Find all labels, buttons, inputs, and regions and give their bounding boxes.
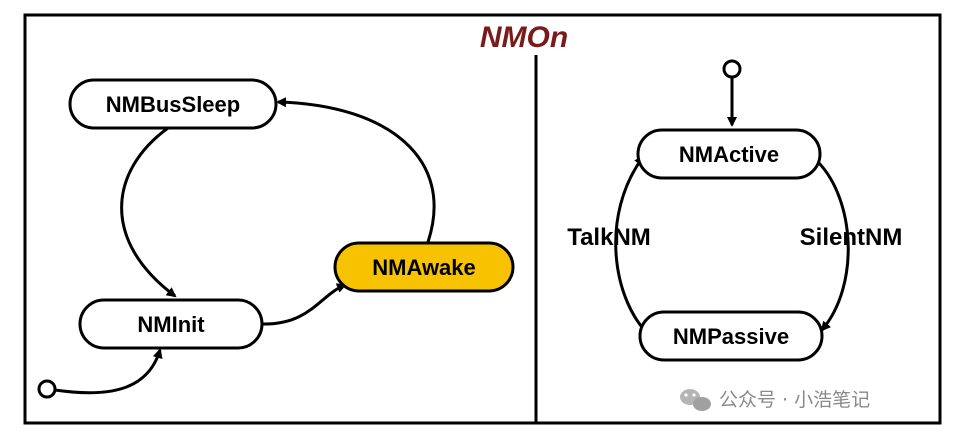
state-active-label: NMActive: [679, 142, 779, 167]
transition-initial-to-init: [54, 348, 163, 395]
watermark-text: 公众号 · 小浩笔记: [719, 389, 870, 411]
outer-frame: [23, 13, 942, 425]
initial-state-left: [37, 379, 57, 399]
state-bus-sleep-label: NMBusSleep: [106, 92, 240, 117]
watermark: 公众号 · 小浩笔记: [680, 389, 870, 411]
initial-state-right: [722, 59, 742, 79]
transition-init-to-awake: [261, 283, 347, 326]
transition-label-silent: SilentNM: [800, 224, 903, 251]
transition-passive-to-active: [614, 155, 652, 338]
state-awake: NMAwake: [333, 241, 515, 293]
state-passive: NMPassive: [638, 310, 824, 362]
transition-bussleep-to-init: [120, 126, 177, 298]
wechat-icon: [680, 389, 711, 411]
state-init: NMInit: [78, 298, 264, 350]
state-active: NMActive: [636, 128, 822, 180]
state-awake-label: NMAwake: [372, 255, 476, 280]
state-passive-label: NMPassive: [673, 324, 789, 349]
diagram-title: NMOn: [480, 21, 568, 54]
state-init-label: NMInit: [137, 312, 205, 337]
transition-active-to-passive: [816, 160, 850, 332]
transition-label-talk: TalkNM: [567, 224, 651, 251]
state-bus-sleep: NMBusSleep: [68, 78, 278, 130]
transition-awake-to-bussleep: [276, 97, 436, 243]
